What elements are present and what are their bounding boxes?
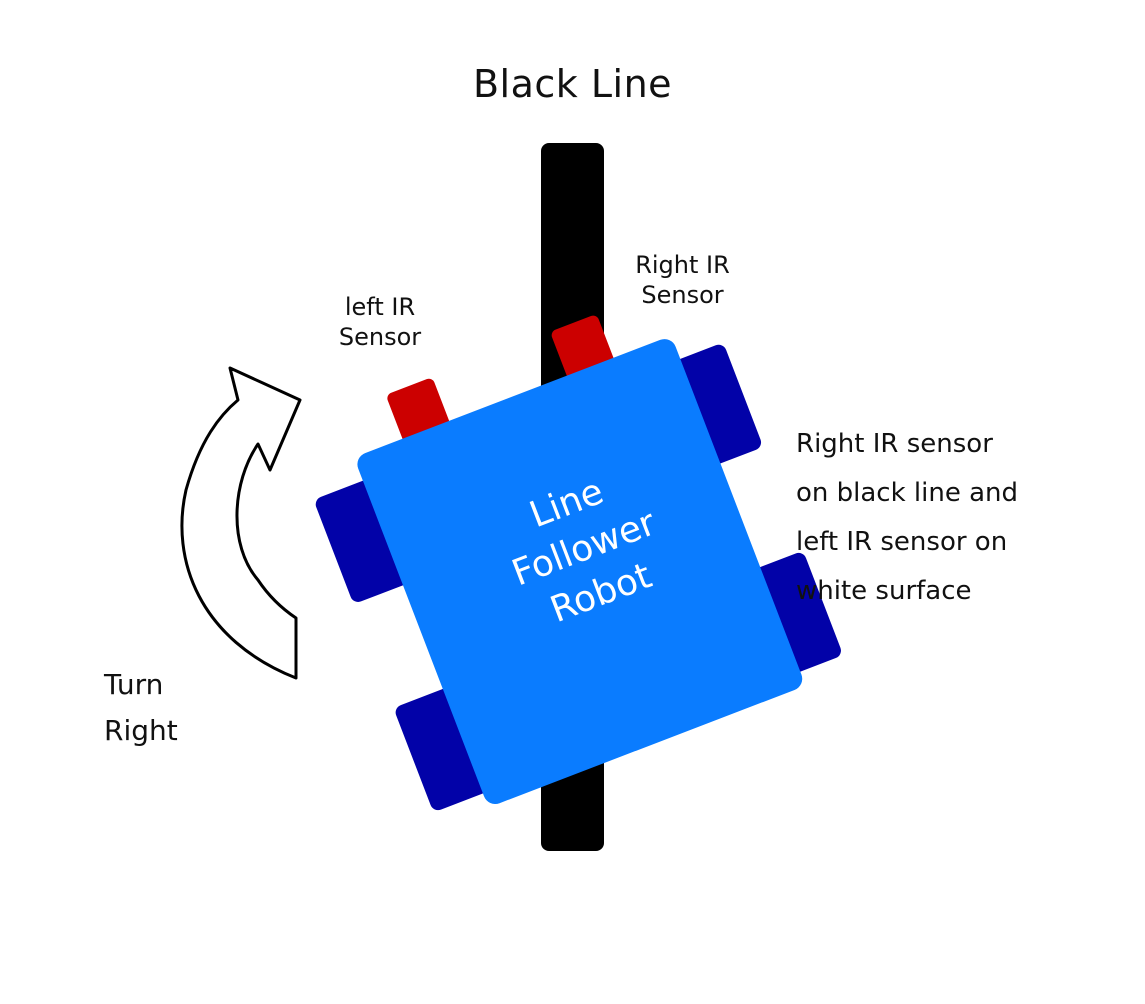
right-sensor-label: Right IR Sensor bbox=[635, 251, 730, 309]
turn-right-arrow-icon bbox=[180, 366, 302, 680]
robot-body bbox=[357, 339, 803, 804]
status-line: left IR sensor on bbox=[796, 527, 1008, 557]
status-line: Right IR sensor bbox=[796, 429, 993, 459]
wheel-rear-left bbox=[395, 687, 491, 811]
wheel-rear-right bbox=[745, 552, 841, 676]
left-sensor-label: left IR Sensor bbox=[338, 293, 422, 351]
turn-direction-label: Turn Right bbox=[104, 668, 178, 747]
wheel-front-right bbox=[665, 344, 762, 468]
diagram-title: Black Line bbox=[472, 62, 673, 106]
wheel-front-left bbox=[315, 479, 411, 602]
robot bbox=[315, 315, 841, 811]
sensor-status-description: Right IR sensor on black line and left I… bbox=[796, 420, 1018, 616]
status-line: white surface bbox=[796, 576, 972, 606]
status-line: on black line and bbox=[796, 478, 1019, 508]
